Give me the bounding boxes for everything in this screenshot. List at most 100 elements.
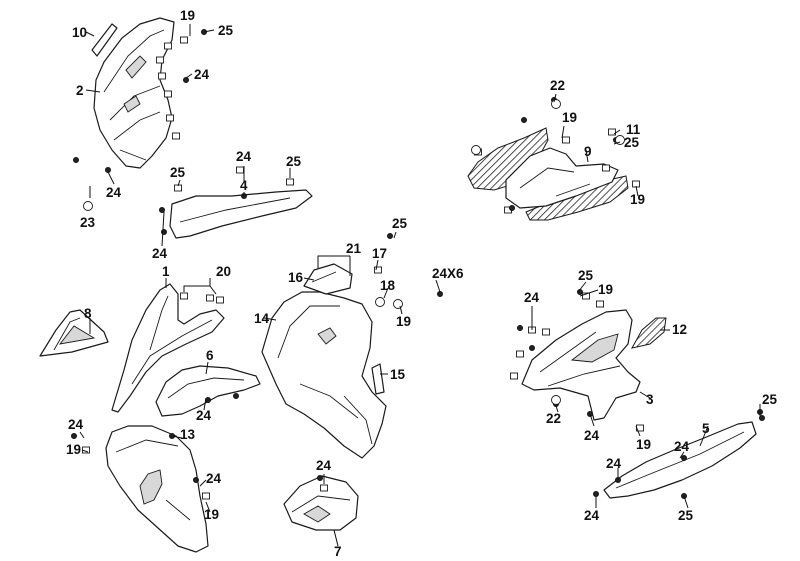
callout-label: 25 xyxy=(170,165,186,180)
bolt xyxy=(83,201,93,211)
part-15-gasket xyxy=(371,363,385,395)
bolt xyxy=(551,99,561,109)
clip-nut xyxy=(596,300,604,308)
callout-label: 20 xyxy=(216,264,231,279)
callout-label: 17 xyxy=(372,246,387,261)
part-4-side-strip xyxy=(169,189,313,239)
callout-label: 24 xyxy=(152,246,168,261)
callout-label: 22 xyxy=(550,78,565,93)
clip-nut xyxy=(602,164,610,172)
clip-nut xyxy=(164,42,172,50)
screw xyxy=(386,232,393,239)
callout-label: 25 xyxy=(578,268,594,283)
screw xyxy=(681,454,688,461)
part-3-side-panel xyxy=(521,309,641,421)
part-16-bracket xyxy=(303,263,353,295)
clip-nut xyxy=(562,136,570,144)
screw xyxy=(232,392,239,399)
callout-label: 10 xyxy=(72,25,87,40)
screw xyxy=(521,117,528,124)
callout-label: 24 xyxy=(68,417,84,432)
callout-label: 23 xyxy=(80,215,96,230)
callout-label: 13 xyxy=(180,427,196,442)
callout-label: 25 xyxy=(392,216,408,231)
screw xyxy=(759,414,766,421)
callout-label: 24 xyxy=(106,185,122,200)
callout-label: 4 xyxy=(240,178,248,193)
part-9-floor-board xyxy=(467,127,629,221)
callout-label: 19 xyxy=(562,110,577,125)
callout-label: 24 xyxy=(584,428,600,443)
clip-nut xyxy=(516,350,524,358)
clip-nut xyxy=(510,372,518,380)
bolt xyxy=(393,299,403,309)
callout-label: 24 xyxy=(674,439,690,454)
bolt xyxy=(551,395,561,405)
clip-nut xyxy=(206,294,214,302)
clip-nut xyxy=(286,178,294,186)
part-10-strip xyxy=(91,23,118,57)
bolt xyxy=(375,297,385,307)
clip-nut xyxy=(166,114,174,122)
callout-label: 24 xyxy=(584,508,600,523)
callout-label: 19 xyxy=(636,437,651,452)
callout-label: 24 xyxy=(236,149,252,164)
callout-label: 3 xyxy=(646,392,654,407)
clip-nut xyxy=(542,328,550,336)
callout-label: 19 xyxy=(204,507,219,522)
clip-nut xyxy=(216,296,224,304)
callout-label: 15 xyxy=(390,367,406,382)
clip-nut xyxy=(172,132,180,140)
callout-label: 19 xyxy=(66,442,81,457)
callout-label: 9 xyxy=(584,144,592,159)
clip-nut xyxy=(202,492,210,500)
clip-nut xyxy=(156,56,164,64)
hardware-fasteners xyxy=(71,28,766,500)
clip-nut xyxy=(236,166,244,174)
callout-label: 25 xyxy=(678,508,694,523)
callout-label: 19 xyxy=(598,282,613,297)
callout-label: 24X6 xyxy=(432,266,464,281)
screw xyxy=(529,344,536,351)
part-6-lower-panel xyxy=(155,365,261,417)
part-1-front-shield xyxy=(111,283,225,413)
callout-label: 25 xyxy=(762,392,778,407)
screw xyxy=(73,156,80,163)
callout-label: 19 xyxy=(180,8,195,23)
callout-label: 12 xyxy=(672,322,687,337)
clip-nut xyxy=(582,292,590,300)
clip-nut xyxy=(608,128,616,136)
callout-label: 1 xyxy=(162,264,170,279)
callout-label: 19 xyxy=(396,314,411,329)
clip-nut xyxy=(320,484,328,492)
callout-label: 24 xyxy=(524,290,540,305)
screw xyxy=(182,77,189,84)
leader-lines xyxy=(79,24,761,547)
screw xyxy=(192,476,199,483)
screw xyxy=(508,204,515,211)
callout-label: 18 xyxy=(380,278,396,293)
part-13-leg-shield xyxy=(105,425,209,553)
callout-label: 5 xyxy=(702,421,710,436)
callout-label: 25 xyxy=(286,154,302,169)
bolt xyxy=(471,145,481,155)
callout-label: 14 xyxy=(254,311,270,326)
screw xyxy=(593,490,600,497)
callout-label: 24 xyxy=(194,67,210,82)
clip-nut xyxy=(374,266,382,274)
callout-label: 25 xyxy=(218,23,234,38)
callout-label: 21 xyxy=(346,241,362,256)
screw xyxy=(71,432,78,439)
callout-label: 24 xyxy=(206,471,222,486)
part-14-center-body xyxy=(261,291,387,459)
callout-label: 6 xyxy=(206,348,214,363)
screw xyxy=(105,166,112,173)
clip-nut xyxy=(180,292,188,300)
callout-label: 24 xyxy=(316,458,332,473)
screw xyxy=(436,290,443,297)
screw xyxy=(316,474,323,481)
screw xyxy=(160,228,167,235)
callout-label: 2 xyxy=(76,83,84,98)
screw xyxy=(517,324,524,331)
